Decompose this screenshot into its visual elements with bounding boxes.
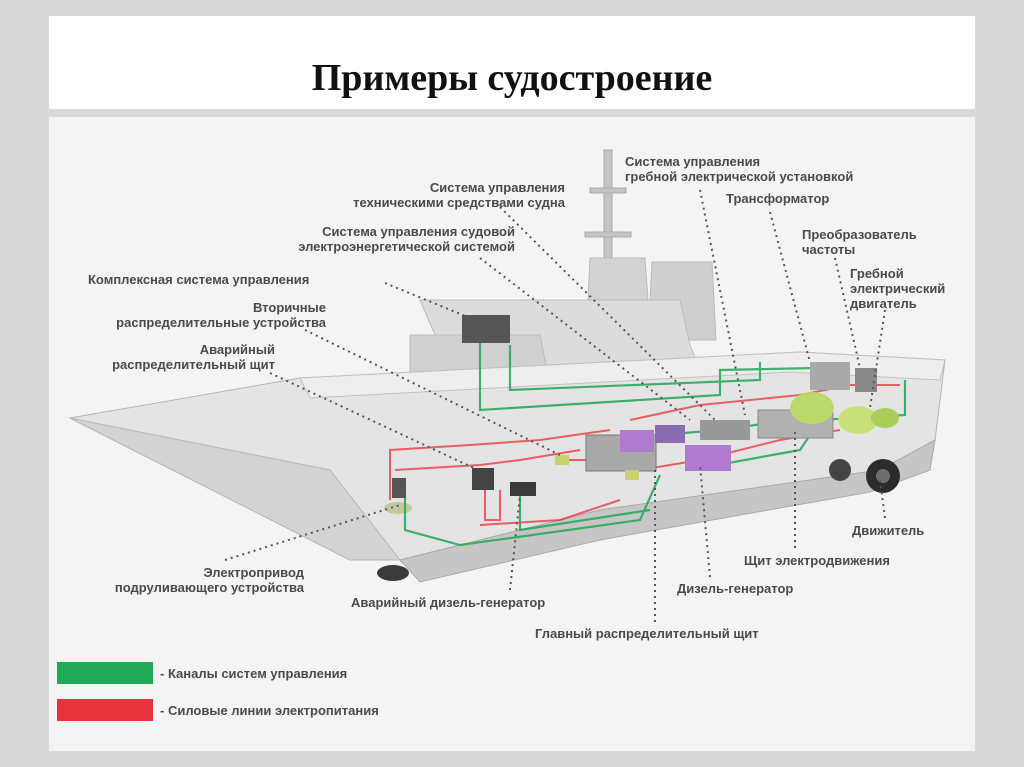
legend-swatch-power — [57, 699, 153, 721]
mast — [584, 149, 632, 271]
label-line: Система управления — [625, 154, 761, 169]
legend-text-control: - Каналы систем управления — [160, 666, 348, 681]
label-freq-converter: Преобразователь частоты — [802, 227, 917, 257]
label-line: частоты — [802, 242, 856, 257]
label-line: распределительные устройства — [116, 315, 326, 330]
label-emergency-switchboard: Аварийный распределительный щит — [40, 342, 275, 372]
equipment — [392, 315, 899, 498]
label-line: Электропривод — [203, 565, 304, 580]
label-propulsion-motor: Гребной электрический двигатель — [850, 266, 945, 311]
secondary-dist-unit — [555, 455, 569, 465]
propulsion-motor-2 — [838, 406, 878, 434]
emergency-switchboard-unit — [472, 468, 494, 490]
label-diesel-generator: Дизель-генератор — [677, 581, 794, 596]
label-line: Аварийный — [199, 342, 275, 357]
label-emergency-diesel: Аварийный дизель-генератор — [351, 595, 546, 610]
title-bar: Примеры судостроение — [49, 16, 975, 109]
legend-text-power: - Силовые линии электропитания — [160, 703, 379, 718]
legend-swatch-control — [57, 662, 153, 684]
label-power-control: Система управления судовой электроэнерге… — [215, 224, 515, 254]
label-propulsion-control: Система управления гребной электрической… — [625, 154, 853, 184]
label-line: электрический — [850, 281, 946, 296]
label-line: Система управления — [429, 180, 565, 195]
label-tech-control: Система управления техническими средства… — [340, 180, 565, 210]
label-line: техническими средствами судна — [353, 195, 565, 210]
integrated-control-unit — [462, 315, 510, 343]
label-transformer: Трансформатор — [726, 191, 830, 206]
label-main-switchboard: Главный распределительный щит — [535, 626, 759, 641]
label-propulsion-switchboard: Щит электродвижения — [744, 553, 890, 568]
page-title: Примеры судостроение — [311, 57, 713, 99]
label-line: двигатель — [850, 296, 917, 311]
hull — [68, 351, 946, 583]
label-line: гребной электрической установкой — [625, 169, 854, 184]
label-line: Система управления судовой — [322, 224, 515, 239]
label-secondary-dist: Вторичные распределительные устройства — [40, 300, 326, 330]
freq-converter-unit — [855, 368, 877, 392]
superstructure — [409, 257, 717, 376]
emergency-diesel-unit — [510, 482, 536, 496]
label-line: Вторичные — [252, 300, 326, 315]
label-line: Гребной — [850, 266, 904, 281]
label-line: распределительный щит — [112, 357, 275, 372]
leader-lines — [224, 189, 886, 622]
label-propulsor: Движитель — [852, 523, 925, 538]
propulsion-motor-1 — [790, 392, 834, 424]
transformer-unit — [810, 362, 850, 390]
propulsor — [829, 459, 900, 493]
diesel-generator-1 — [620, 430, 654, 452]
label-line: подруливающего устройства — [114, 580, 304, 595]
label-thruster-drive: Электропривод подруливающего устройства — [40, 565, 304, 595]
label-integrated-control: Комплексная система управления — [88, 272, 310, 287]
diesel-generator-2 — [685, 445, 731, 471]
label-line: электроэнергетической системой — [298, 239, 515, 254]
label-line: Преобразователь — [802, 227, 917, 242]
